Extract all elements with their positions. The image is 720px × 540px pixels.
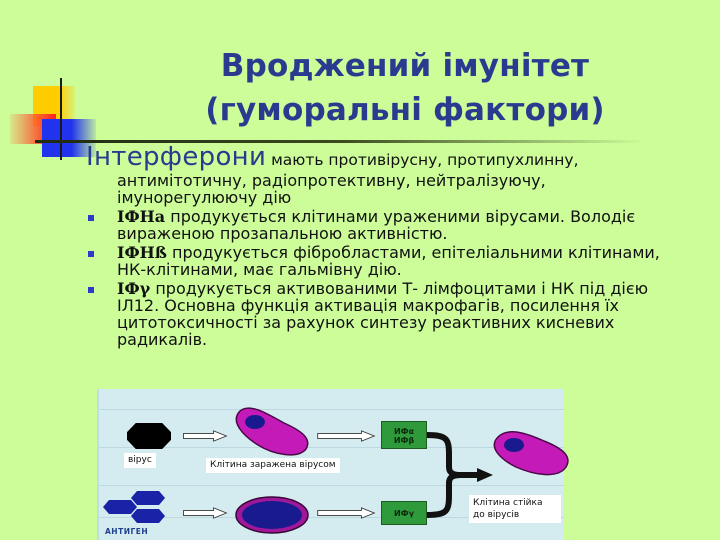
hollow-arrow-icon — [183, 507, 228, 519]
bullet-description: продукується активованими Т- лімфоцитами… — [117, 279, 649, 349]
hollow-arrow-icon — [317, 430, 376, 442]
box-label: ИФγ — [393, 509, 415, 518]
texture-line — [99, 409, 564, 410]
ifn-gamma-box: ИФγ — [381, 501, 427, 525]
bullet-description: продукується клітинами ураженими вірусам… — [117, 207, 636, 243]
square-bullet-icon — [88, 287, 94, 293]
texture-line — [99, 517, 564, 518]
intro-text: мають противірусну, протипухлинну, — [266, 151, 579, 169]
square-bullet-icon — [88, 251, 94, 257]
bullet-term: ІФНß — [117, 243, 167, 262]
resistant-label-line1: Клітина стійка — [473, 498, 543, 508]
bullet-term: ІФНа — [117, 207, 166, 226]
box-label-line1: ИФα — [393, 427, 415, 436]
title-line-2: (гуморальні фактори) — [205, 92, 605, 128]
title-line-1: Вроджений імунітет — [220, 48, 590, 84]
texture-line — [99, 447, 564, 448]
bullet-text: ІФγ продукується активованими Т- лімфоци… — [117, 280, 666, 348]
intro-continuation: антимітотичну, радіопротективну, нейтрал… — [117, 171, 546, 207]
antigen-icon — [103, 491, 165, 523]
resistant-cell-label: Клітина стійка до вірусів — [469, 495, 561, 523]
infected-cell-label: Клітина заражена вірусом — [206, 458, 340, 473]
virus-label: вірус — [124, 453, 156, 468]
square-bullet-icon — [88, 215, 94, 221]
box-label-line2: ИФβ — [393, 436, 415, 445]
intro-line: Інтерферони мають противірусну, протипух… — [86, 142, 666, 172]
resistant-cell-icon — [493, 431, 569, 476]
bullet-item-ifn-beta: ІФНß продукується фібробластами, епітелі… — [86, 244, 666, 278]
ifn-alpha-beta-box: ИФα ИФβ — [381, 421, 427, 449]
bullet-text: ІФНß продукується фібробластами, епітелі… — [117, 244, 666, 278]
intro-heading: Інтерферони — [86, 142, 267, 172]
bullet-description: продукується фібробластами, епітеліальни… — [117, 243, 660, 279]
bullet-term: ІФγ — [117, 279, 151, 298]
lymphocyte-cell-icon — [235, 496, 309, 534]
infected-cell-icon — [235, 407, 309, 456]
antigen-label: АНТИГЕН — [105, 527, 149, 536]
title-underline — [35, 140, 645, 143]
merge-arrow-icon — [427, 432, 493, 518]
slide-title: Вроджений імунітет (гуморальні фактори) — [170, 44, 640, 132]
bullet-text: ІФНа продукується клітинами ураженими ві… — [117, 208, 666, 242]
slide-body: Інтерферони мають противірусну, протипух… — [86, 142, 666, 348]
bullet-item-ifn-gamma: ІФγ продукується активованими Т- лімфоци… — [86, 280, 666, 348]
texture-line — [99, 485, 564, 486]
resistant-label-line2: до вірусів — [473, 510, 520, 520]
decor-blue-square — [42, 119, 96, 157]
decor-vertical-line — [60, 78, 62, 160]
interferon-diagram: вірус АНТИГЕН Клітина заражена вірусом — [97, 389, 569, 540]
hollow-arrow-icon — [183, 430, 228, 442]
virus-icon — [127, 423, 171, 449]
bullet-item-ifn-alpha: ІФНа продукується клітинами ураженими ві… — [86, 208, 666, 242]
hollow-arrow-icon — [317, 507, 376, 519]
